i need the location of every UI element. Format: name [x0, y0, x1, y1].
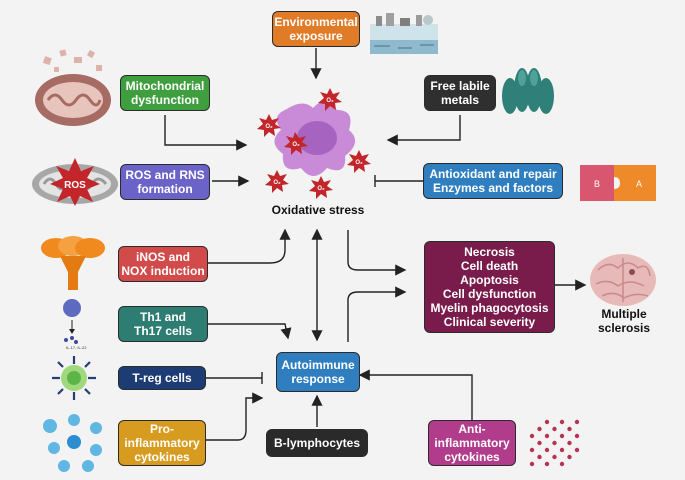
proinflammatory-cytokine-icon	[43, 414, 102, 472]
multiple-sclerosis-label: Multiple sclerosis	[597, 307, 651, 335]
o2-label: O₂	[292, 142, 300, 148]
cytokine-dot	[552, 426, 557, 432]
environment-scene-icon	[370, 13, 438, 54]
cytokine-dot	[544, 419, 550, 425]
arrow-inos-to-stress	[208, 228, 291, 264]
cytokine-dot	[537, 454, 542, 460]
cytokine-small-label: IL-17, IL-22	[66, 345, 87, 350]
arrow-proinflammatory-to-autoimmune	[206, 392, 264, 441]
treg-cells-box: T-reg cells	[118, 366, 206, 390]
o2-label: O₂	[273, 180, 281, 186]
cytokine-dot	[529, 447, 535, 453]
cytokine-dot	[559, 461, 565, 467]
th-differentiation-icon: IL-17, IL-22	[63, 299, 87, 350]
puzzle-b-label: B	[594, 179, 600, 189]
free-labile-metals-box: Free labile metals	[424, 75, 496, 111]
cytokine-dot	[537, 440, 542, 446]
cytokine-dot	[559, 419, 565, 425]
ros-mitochondria-icon: ROS	[32, 158, 118, 206]
ros-badge-label: ROS	[64, 180, 86, 191]
arrow-stress-to-outcomes	[347, 230, 407, 276]
ferritin-icon	[502, 68, 554, 114]
treg-cell-icon	[52, 356, 96, 400]
cytokine-dot	[559, 447, 565, 453]
o2-label: O₂	[355, 160, 363, 166]
outcomes-box: Necrosis Cell death Apoptosis Cell dysfu…	[424, 241, 555, 333]
cytokine-dot	[544, 433, 550, 439]
cytokine-dot	[552, 454, 557, 460]
o2-label: O₂	[265, 124, 273, 130]
arrow-mito-to-stress	[164, 115, 248, 151]
oxidative-stress-label: Oxidative stress	[271, 203, 365, 217]
cytokine-dot	[574, 419, 580, 425]
antiinflammatory-dots-icon	[529, 419, 580, 467]
cytokine-dot	[544, 447, 550, 453]
antioxidant-repair-box: Antioxidant and repair Enzymes and facto…	[423, 163, 563, 199]
brain-icon	[590, 254, 656, 306]
o2-label: O₂	[326, 98, 334, 104]
cytokine-dot	[567, 454, 572, 460]
mitochondrial-dysfunction-box: Mitochondrial dysfunction	[120, 75, 210, 111]
proinflammatory-cytokines-box: Pro- inflammatory cytokines	[118, 420, 206, 466]
arrow-th-to-autoimmune	[208, 323, 292, 340]
o2-label: O₂	[317, 186, 325, 192]
o2-radical-stars	[257, 88, 371, 199]
ros-rns-formation-box: ROS and RNS formation	[120, 164, 210, 200]
arrow-metals-to-stress	[386, 115, 461, 146]
cytokine-dot	[567, 440, 572, 446]
arrow-antiinflammatory-to-autoimmune	[358, 369, 473, 420]
th1-th17-cells-box: Th1 and Th17 cells	[118, 306, 208, 342]
cytokine-dot	[529, 461, 535, 467]
cytokine-dot	[552, 440, 557, 446]
nos-enzyme-icon	[41, 236, 105, 290]
inos-nox-induction-box: iNOS and NOX induction	[118, 246, 208, 282]
arrow-autoimmune-to-outcomes	[347, 286, 407, 342]
oxidative-stress-cell-icon: O₂ O₂ O₂ O₂ O₂ O₂	[257, 88, 371, 199]
puzzle-a-label: A	[636, 179, 642, 189]
environmental-exposure-box: Environmental exposure	[272, 11, 360, 47]
autoimmune-response-box: Autoimmune response	[276, 352, 360, 392]
cytokine-dot	[559, 433, 565, 439]
cytokine-dot	[574, 433, 580, 439]
cytokine-dot	[537, 426, 542, 432]
cytokine-dot	[567, 426, 572, 432]
antiinflammatory-cytokines-box: Anti- inflammatory cytokines	[428, 420, 516, 466]
puzzle-pieces-icon: B A	[580, 165, 656, 201]
mitochondria-icon	[35, 49, 111, 126]
cytokine-dot	[574, 447, 580, 453]
cytokine-dot	[529, 433, 535, 439]
cytokine-dot	[544, 461, 550, 467]
b-lymphocytes-box: B-lymphocytes	[266, 429, 368, 457]
